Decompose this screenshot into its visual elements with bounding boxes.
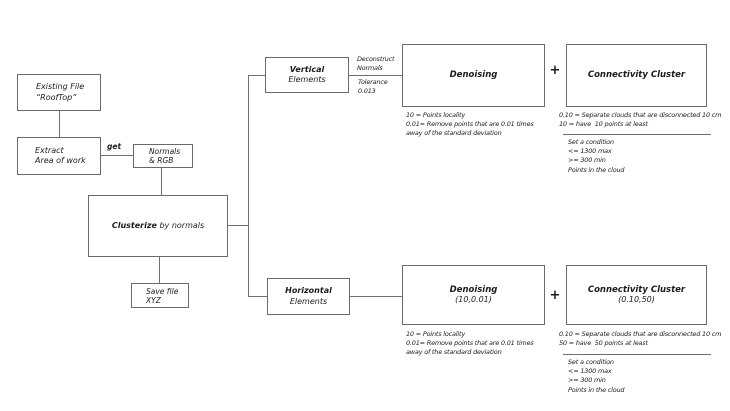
get-edge-label: get (107, 142, 122, 151)
extract-line1: Extract (35, 145, 64, 155)
clusterize-label-bold: Clusterize (111, 220, 157, 230)
connectivity-top-note-line2: 10 = have 10 points at least (559, 120, 648, 129)
condition-bottom-line3: >= 300 min (568, 376, 606, 385)
connector-vertical-to-denoising (349, 75, 402, 76)
separator-connectivity-top-note (563, 134, 711, 135)
denoising-bottom-params: (10,0.01) (455, 295, 492, 305)
connector-trunk-vertical-line (248, 75, 249, 297)
connectivity-bottom-note-line1: 0.10 = Separate clouds that are disconne… (559, 330, 722, 338)
existing-file-line1: Existing File (36, 82, 85, 91)
connectivity-top-title: Connectivity Cluster (587, 70, 686, 81)
extract-box: Extract Area of work (17, 137, 101, 175)
connector-normals-to-clusterize (161, 168, 162, 195)
vertical-elements-line2: Elements (288, 75, 326, 84)
condition-bottom-line1: Set a condition (568, 358, 614, 366)
horizontal-elements-box: Horizontal Elements (267, 278, 350, 315)
denoising-bottom-box: Denoising (10,0.01) (402, 265, 545, 325)
denoising-top-box: Denoising (402, 44, 545, 107)
condition-top-line3: >= 300 min (568, 156, 606, 165)
connectivity-bottom-note-line2: 50 = have 50 points at least (559, 339, 648, 348)
connectivity-top-note: 0.10 = Separate clouds that are disconne… (559, 111, 721, 129)
denoising-top-note: 10 = Points locality 0.01= Remove points… (406, 111, 534, 139)
plus-sign-top: + (549, 63, 561, 78)
tolerance-line2: 0.013 (358, 86, 376, 95)
denoising-bottom-note-line2: 0.01= Remove points that are 0.01 times (406, 339, 534, 348)
denoising-bottom-note-line3: away of the standard deviation (406, 348, 502, 357)
connectivity-bottom-note: 0.10 = Separate clouds that are disconne… (559, 330, 721, 348)
horizontal-elements-line2: Elements (289, 296, 328, 306)
denoising-bottom-note-line1: 10 = Points locality (406, 330, 466, 338)
connector-horizontal-to-denoising (350, 296, 402, 297)
extract-line2: Area of work (35, 156, 86, 165)
denoising-top-note-line3: away of the standard deviation (406, 129, 502, 138)
save-file-box: Save file XYZ (131, 283, 189, 308)
normals-line2: & RGB (149, 156, 174, 165)
condition-top-note: Set a condition <= 1300 max >= 300 min P… (568, 138, 625, 175)
condition-bottom-line2: <= 1300 max (568, 367, 612, 376)
connectivity-bottom-params: (0.10,50) (618, 295, 655, 305)
vertical-elements-box: Vertical Elements (265, 57, 349, 93)
deconstruct-normals-label: Deconstruct Normals (357, 55, 395, 72)
clusterize-label-rest: by normals (156, 220, 205, 230)
plus-sign-bottom: + (549, 288, 561, 303)
normals-rgb-box: Normals & RGB (133, 144, 193, 168)
horizontal-elements-line1: Horizontal (285, 286, 332, 295)
connector-extract-to-normals (101, 155, 133, 156)
existing-file-line2: “RoofTop” (36, 92, 77, 102)
connector-clusterize-to-trunk (228, 225, 248, 226)
denoising-top-title: Denoising (449, 70, 498, 81)
connectivity-bottom-title: Connectivity Cluster (587, 284, 686, 295)
condition-top-line1: Set a condition (568, 138, 614, 146)
save-file-line1: Save file (146, 286, 179, 296)
connector-trunk-to-horizontal-elements (248, 296, 267, 297)
connector-trunk-to-vertical-elements (248, 75, 265, 76)
separator-connectivity-bottom-note (563, 354, 711, 355)
denoising-top-note-line2: 0.01= Remove points that are 0.01 times (406, 120, 534, 129)
deconstruct-normals-line1: Deconstruct (357, 55, 395, 63)
connector-existing-to-extract (59, 111, 60, 137)
connectivity-cluster-bottom-box: Connectivity Cluster (0.10,50) (566, 265, 707, 325)
condition-bottom-note: Set a condition <= 1300 max >= 300 min P… (568, 358, 625, 395)
denoising-bottom-title: Denoising (449, 284, 498, 295)
tolerance-label: Tolerance 0.013 (358, 78, 388, 95)
vertical-elements-line1: Vertical (289, 64, 325, 74)
condition-top-line4: Points in the cloud (568, 165, 625, 174)
denoising-bottom-note: 10 = Points locality 0.01= Remove points… (406, 330, 534, 358)
condition-top-line2: <= 1300 max (568, 147, 612, 156)
tolerance-line1: Tolerance (358, 78, 388, 86)
connectivity-top-note-line1: 0.10 = Separate clouds that are disconne… (559, 111, 722, 119)
deconstruct-normals-line2: Normals (357, 63, 383, 72)
clusterize-label: Clusterize by normals (112, 221, 204, 232)
existing-file-box: Existing File “RoofTop” (17, 74, 101, 111)
connectivity-cluster-top-box: Connectivity Cluster (566, 44, 707, 107)
connector-clusterize-to-savefile (159, 257, 160, 283)
save-file-line2: XYZ (146, 295, 161, 305)
condition-bottom-line4: Points in the cloud (568, 385, 625, 394)
denoising-top-note-line1: 10 = Points locality (406, 111, 466, 119)
clusterize-box: Clusterize by normals (88, 195, 228, 257)
normals-line1: Normals (149, 147, 181, 156)
